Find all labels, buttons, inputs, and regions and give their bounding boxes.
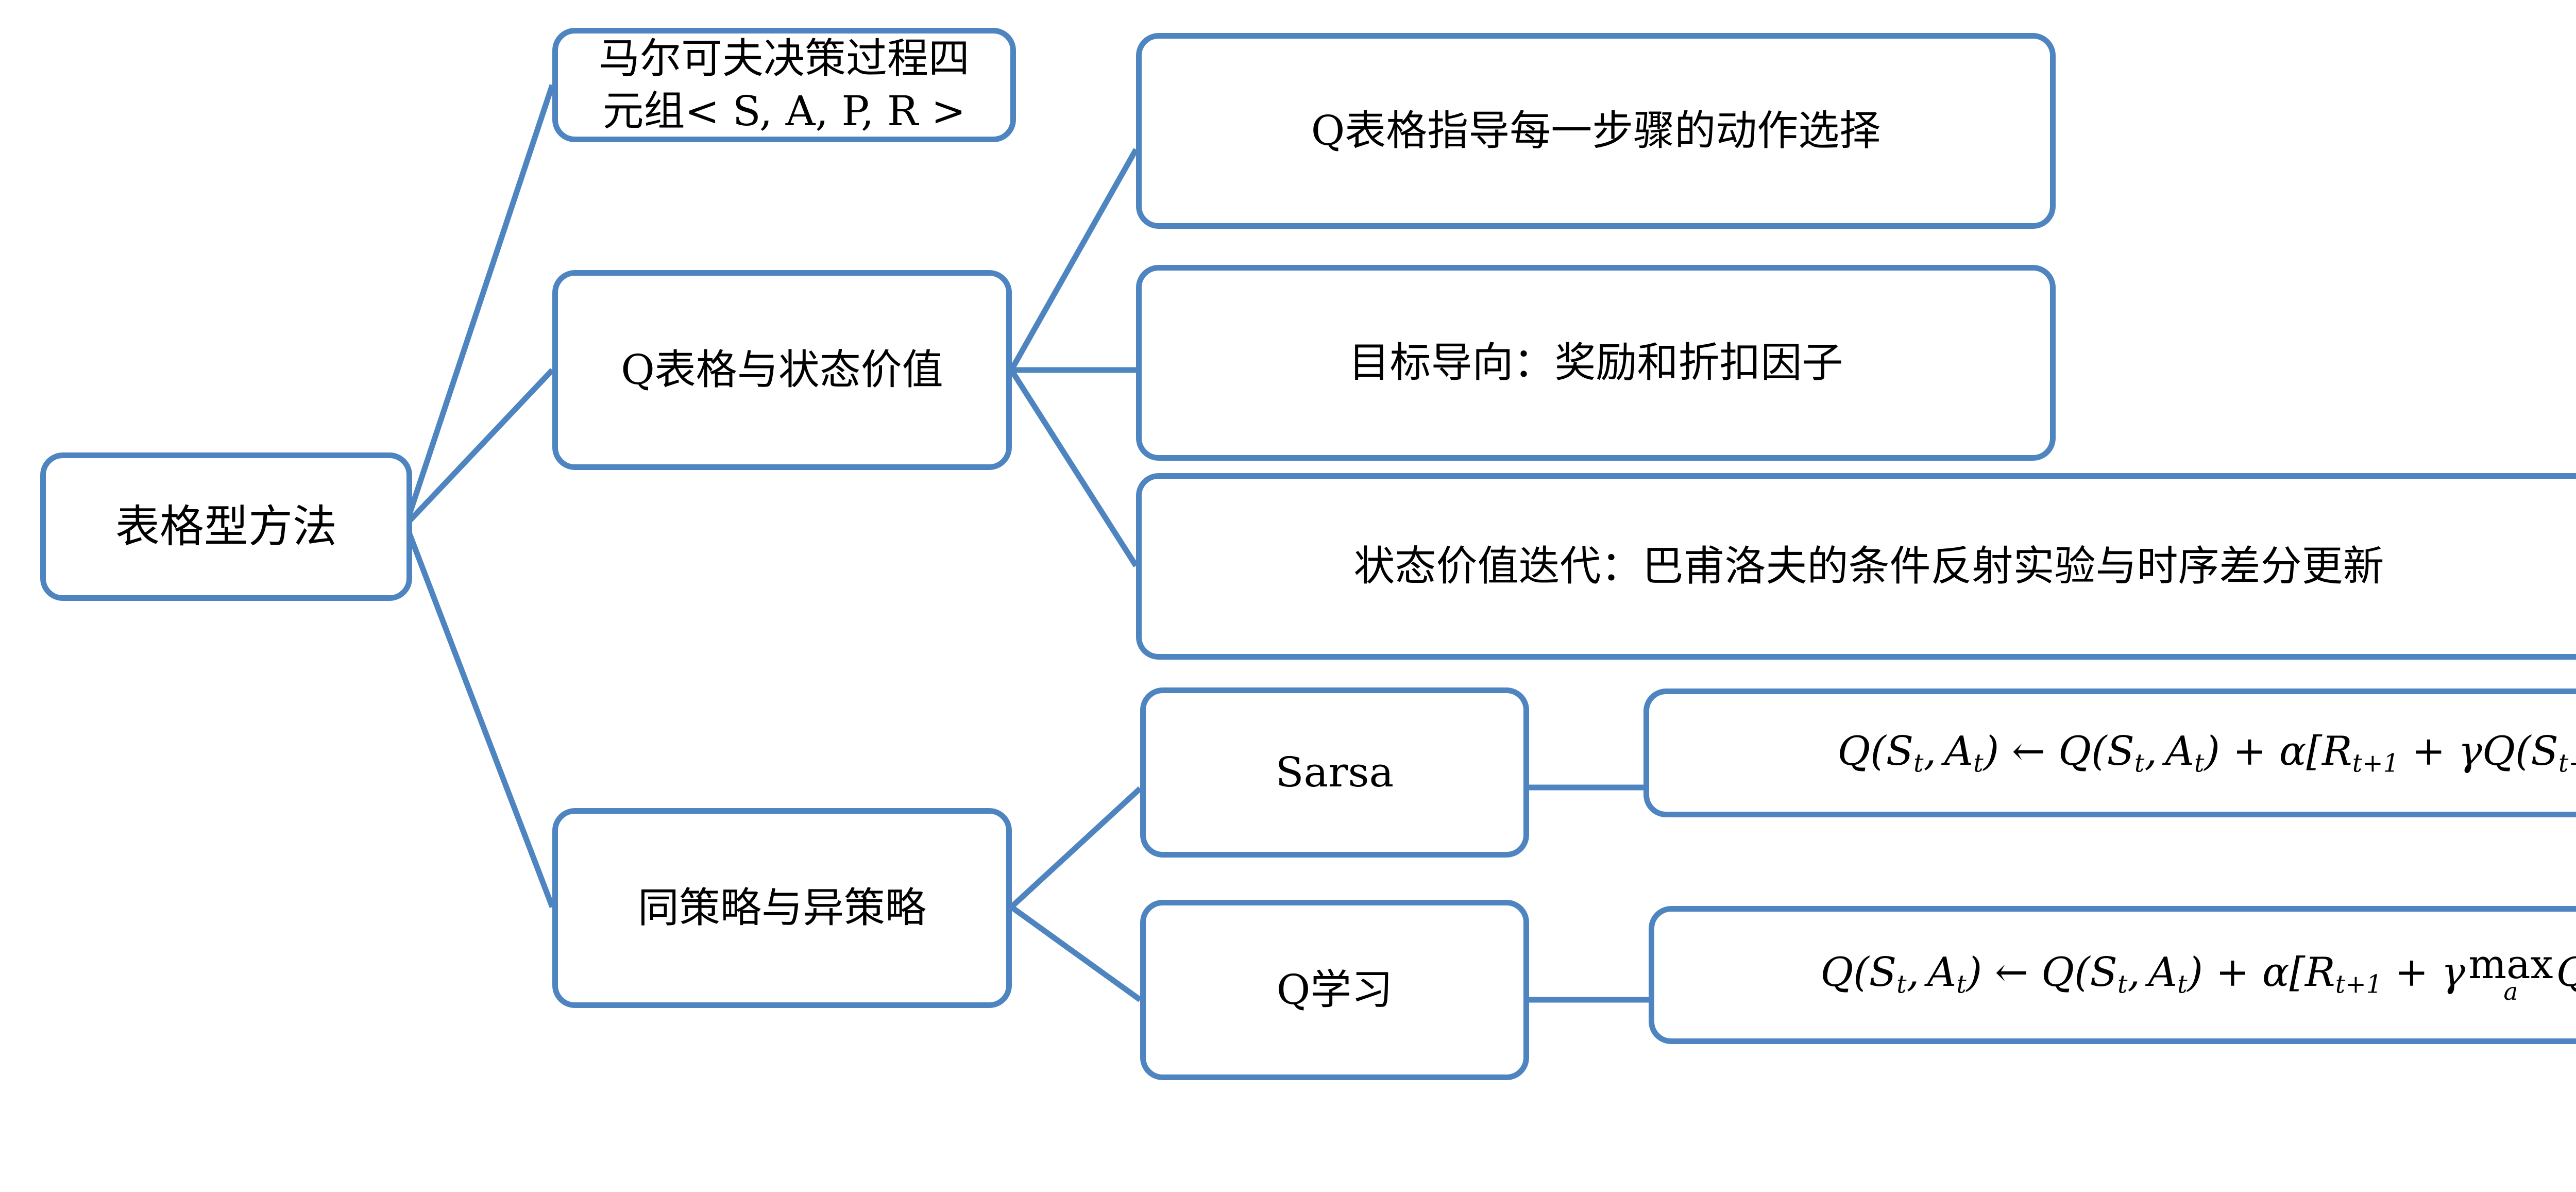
node-mdp[interactable]: 马尔可夫决策过程四 元组< S, A, P, R > bbox=[552, 28, 1016, 142]
node-root-label: 表格型方法 bbox=[115, 500, 337, 552]
edge-root-to-policy bbox=[403, 524, 555, 908]
node-qtable-child-3[interactable]: 状态价值迭代：巴甫洛夫的条件反射实验与时序差分更新 bbox=[1136, 473, 2576, 660]
node-mdp-label: 马尔可夫决策过程四 元组< S, A, P, R > bbox=[599, 34, 970, 135]
node-qtable-child-2[interactable]: 目标导向：奖励和折扣因子 bbox=[1136, 265, 2056, 461]
node-sarsa[interactable]: Sarsa bbox=[1140, 687, 1529, 858]
node-sarsa-formula-label: Q(St, At) ← Q(St, At) + α[Rt+1 + γQ(St+1… bbox=[1837, 728, 2576, 778]
node-qtable-child-2-label: 目标导向：奖励和折扣因子 bbox=[1348, 338, 1843, 387]
edge-policy-to-qlearning bbox=[1009, 904, 1142, 1002]
node-policy-label: 同策略与异策略 bbox=[638, 883, 926, 932]
node-qtable[interactable]: Q表格与状态价值 bbox=[552, 270, 1012, 470]
node-qtable-child-1-label: Q表格指导每一步骤的动作选择 bbox=[1311, 106, 1881, 155]
node-qtable-child-3-label: 状态价值迭代：巴甫洛夫的条件反射实验与时序差分更新 bbox=[1353, 542, 2384, 590]
node-sarsa-label: Sarsa bbox=[1275, 748, 1394, 796]
edge-root-to-mdp bbox=[403, 84, 555, 526]
node-qlearning[interactable]: Q学习 bbox=[1140, 900, 1529, 1080]
edge-qtable-to-child-1 bbox=[1009, 148, 1139, 372]
node-qlearning-formula-label: Q(St, At) ← Q(St, At) + α[Rt+1 + γmaxaQ(… bbox=[1820, 941, 2576, 1006]
edge-policy-to-sarsa bbox=[1009, 786, 1142, 910]
node-policy[interactable]: 同策略与异策略 bbox=[552, 808, 1012, 1008]
node-qtable-label: Q表格与状态价值 bbox=[621, 345, 943, 394]
node-qtable-child-1[interactable]: Q表格指导每一步骤的动作选择 bbox=[1136, 33, 2056, 229]
node-root[interactable]: 表格型方法 bbox=[40, 452, 412, 601]
node-sarsa-formula[interactable]: Q(St, At) ← Q(St, At) + α[Rt+1 + γQ(St+1… bbox=[1643, 689, 2576, 817]
edge-root-to-qtable bbox=[404, 368, 554, 527]
edge-qtable-to-child-3 bbox=[1009, 368, 1139, 567]
node-qlearning-label: Q学习 bbox=[1276, 965, 1393, 1014]
node-qlearning-formula[interactable]: Q(St, At) ← Q(St, At) + α[Rt+1 + γmaxaQ(… bbox=[1649, 906, 2576, 1044]
